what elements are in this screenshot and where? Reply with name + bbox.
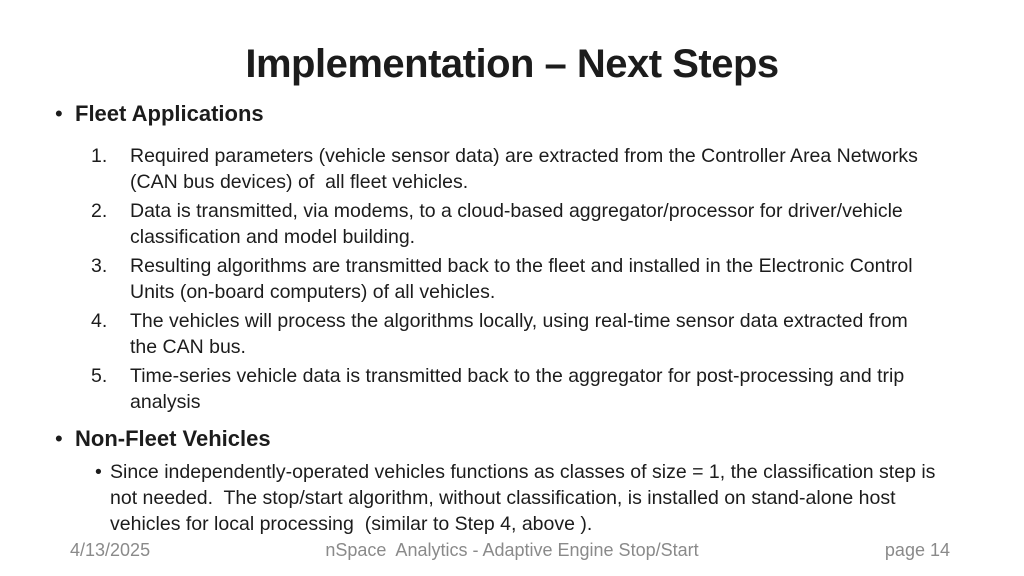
heading-non-fleet-vehicles: • Non-Fleet Vehicles [0, 425, 1024, 453]
heading-fleet-applications: • Fleet Applications [0, 100, 1024, 128]
sub-bullet-item: • Since independently-operated vehicles … [0, 459, 1024, 537]
item-number: 3. [91, 255, 108, 277]
footer-page-number: page 14 [884, 540, 950, 560]
bullet-icon: • [95, 461, 102, 483]
item-text: Resulting algorithms are transmitted bac… [130, 255, 918, 303]
item-number: 4. [91, 310, 108, 332]
footer-title: nSpace Analytics - Adaptive Engine Stop/… [325, 540, 699, 560]
item-number: 5. [91, 365, 108, 387]
numbered-item-3: 3. Resulting algorithms are transmitted … [0, 253, 1024, 305]
numbered-item-5: 5. Time-series vehicle data is transmitt… [0, 363, 1024, 415]
item-number: 2. [91, 200, 108, 222]
footer-date: 4/13/2025 [70, 540, 151, 560]
numbered-item-1: 1. Required parameters (vehicle sensor d… [0, 143, 1024, 195]
heading-label: Fleet Applications [75, 101, 264, 126]
item-text: The vehicles will process the algorithms… [130, 310, 914, 358]
item-text: Data is transmitted, via modems, to a cl… [130, 200, 909, 248]
item-number: 1. [91, 145, 108, 167]
slide-title: Implementation – Next Steps [245, 42, 779, 86]
item-text: Required parameters (vehicle sensor data… [130, 145, 924, 193]
item-text: Time-series vehicle data is transmitted … [130, 365, 910, 413]
item-text: Since independently-operated vehicles fu… [110, 461, 941, 535]
heading-label: Non-Fleet Vehicles [75, 426, 271, 451]
bullet-icon: • [55, 426, 63, 451]
slide-footer: 4/13/2025 nSpace Analytics - Adaptive En… [0, 538, 1024, 564]
bullet-icon: • [55, 101, 63, 126]
slide-body: • Fleet Applications 1. Required paramet… [0, 100, 1024, 537]
numbered-item-4: 4. The vehicles will process the algorit… [0, 308, 1024, 360]
numbered-item-2: 2. Data is transmitted, via modems, to a… [0, 198, 1024, 250]
